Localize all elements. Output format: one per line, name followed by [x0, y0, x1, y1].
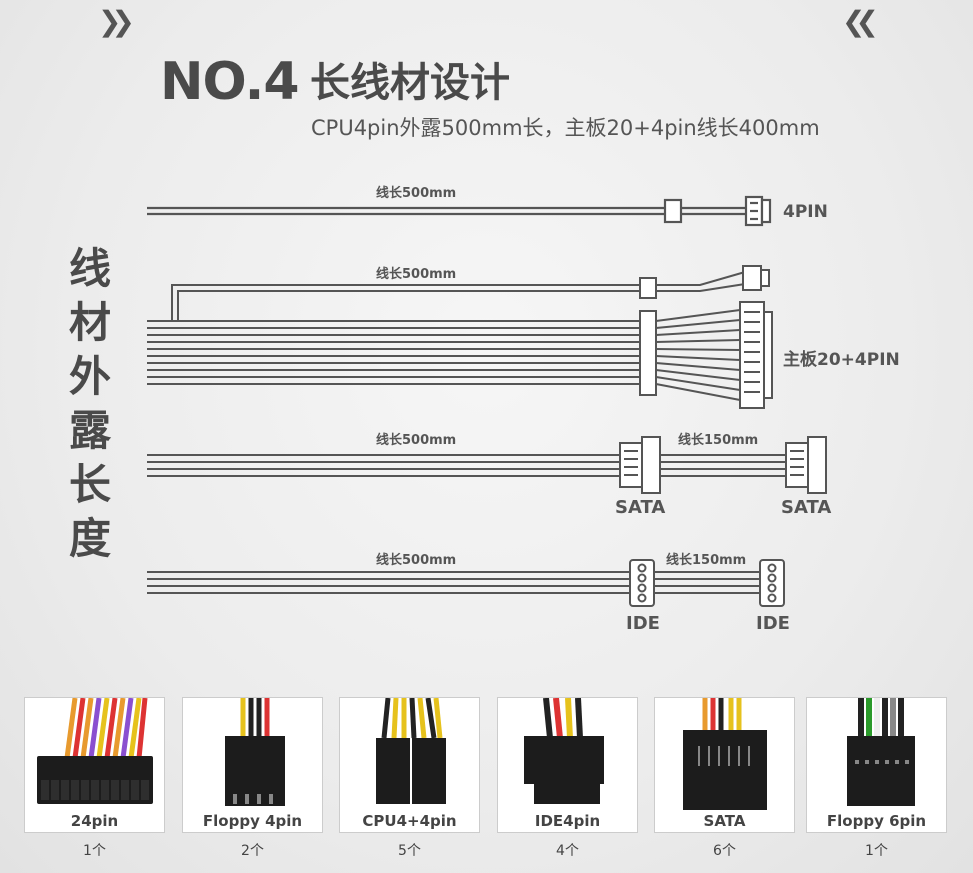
- product-caption: Floppy 6pin: [826, 812, 927, 830]
- connector-floppy-6pin-image: [847, 698, 915, 806]
- connector-24pin-image: [37, 698, 153, 804]
- cable-4pin: [147, 195, 772, 227]
- product-photo-24pin: 24pin: [24, 697, 165, 833]
- product-photo-floppy-4pin: Floppy 4pin: [182, 697, 323, 833]
- connector-ide-image: [524, 698, 604, 804]
- section-number: NO.4: [160, 52, 300, 112]
- product-caption: IDE4pin: [534, 812, 601, 830]
- product-caption: CPU4+4pin: [362, 812, 457, 830]
- connector-label-sata: SATA: [615, 497, 666, 518]
- product-photo-floppy-6pin: Floppy 6pin: [806, 697, 947, 833]
- connector-floppy-4pin-image: [225, 698, 285, 806]
- length-label: 线长500mm: [376, 186, 457, 201]
- length-label-2: 线长150mm: [666, 553, 747, 568]
- cable-ide: [147, 559, 785, 607]
- product-count: 2个: [241, 843, 264, 859]
- side-title: 线材外露长度: [68, 244, 111, 563]
- cable-sata: [147, 436, 827, 494]
- connector-cpu-image: [376, 698, 446, 804]
- product-count: 5个: [398, 843, 421, 859]
- length-label: 线长500mm: [376, 433, 457, 448]
- section-subtitle: CPU4pin外露500mm长，主板20+4pin线长400mm: [311, 116, 820, 140]
- connector-sata-image: [683, 698, 767, 810]
- product-caption: SATA: [703, 812, 746, 830]
- connector-label-ide: IDE: [626, 613, 660, 634]
- length-label: 线长500mm: [376, 267, 457, 282]
- section-title: 长线材设计: [310, 60, 510, 106]
- connector-label-motherboard: 主板20+4PIN: [783, 350, 900, 370]
- product-caption: Floppy 4pin: [202, 812, 303, 830]
- product-count: 6个: [713, 843, 736, 859]
- product-caption: 24pin: [70, 812, 119, 830]
- connector-label-4pin: 4PIN: [783, 202, 828, 222]
- length-label-2: 线长150mm: [678, 433, 759, 448]
- product-photo-sata: SATA: [654, 697, 795, 833]
- product-count: 1个: [865, 843, 888, 859]
- product-count: 1个: [83, 843, 106, 859]
- connector-label-ide: IDE: [756, 613, 790, 634]
- product-count: 4个: [556, 843, 579, 859]
- product-photo-cpu-4-4pin: CPU4+4pin: [339, 697, 480, 833]
- cable-diagram: [147, 195, 827, 607]
- product-photo-ide4pin: IDE4pin: [497, 697, 638, 833]
- cable-motherboard: [147, 265, 773, 409]
- connector-label-sata: SATA: [781, 497, 832, 518]
- length-label: 线长500mm: [376, 553, 457, 568]
